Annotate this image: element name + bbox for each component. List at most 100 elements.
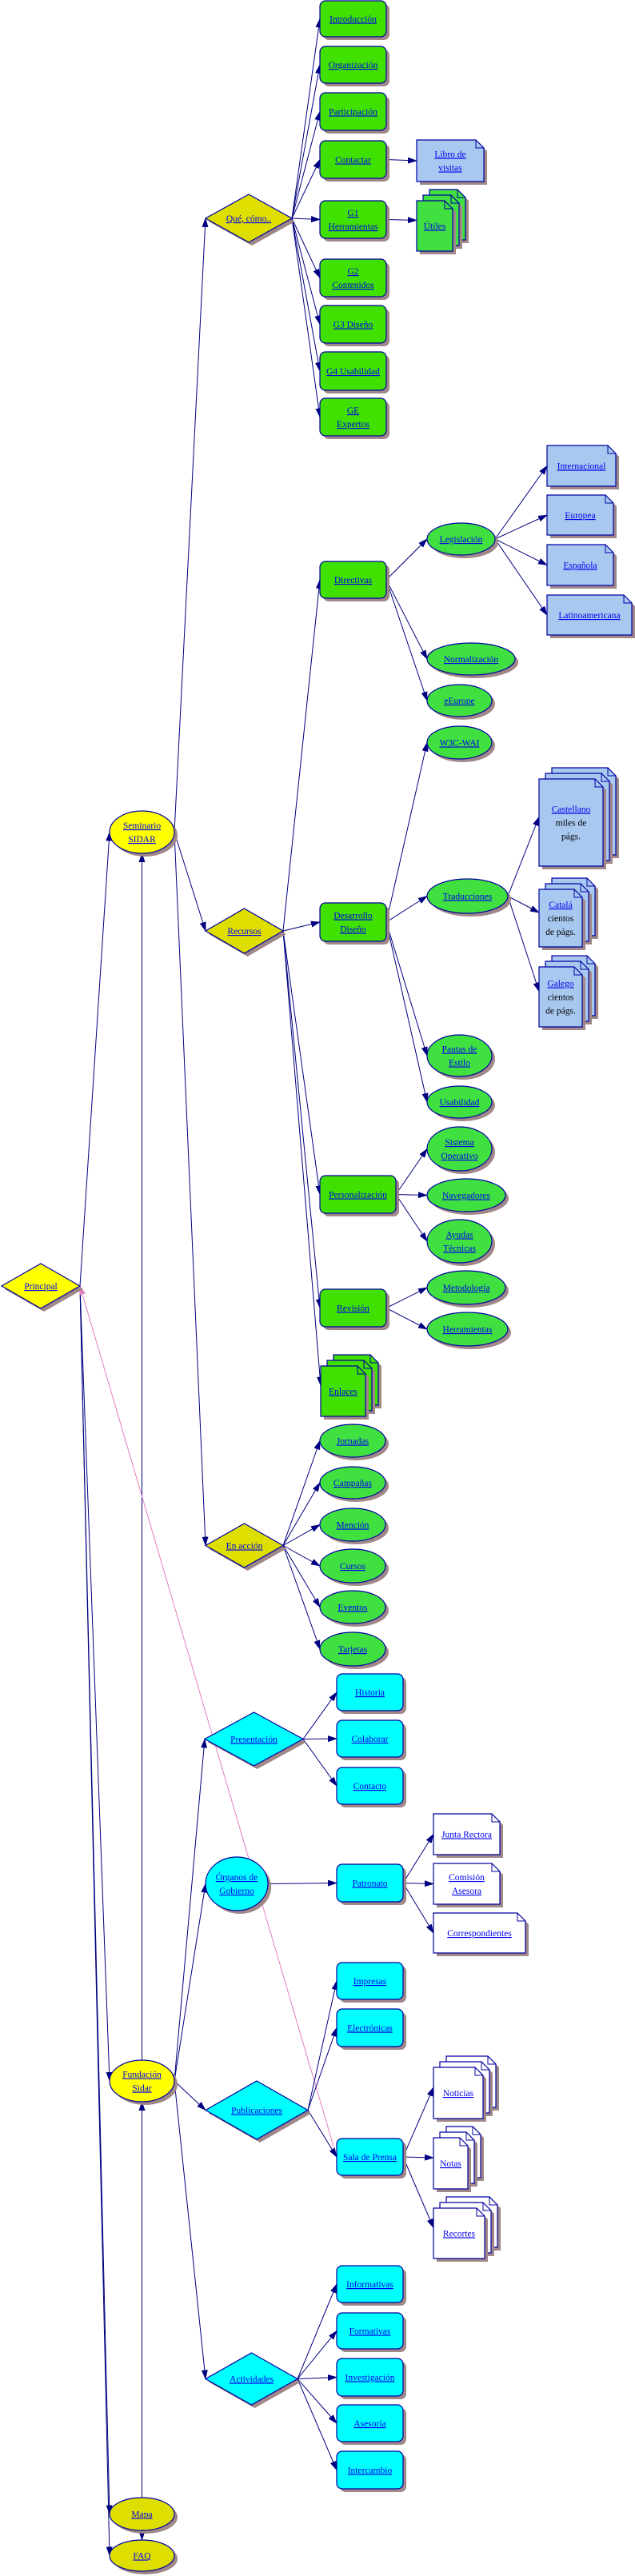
node-enaccion[interactable]: En acción: [204, 1523, 286, 1571]
node-informativas[interactable]: Informativas: [336, 2265, 406, 2306]
node-mapa[interactable]: Mapa: [109, 2497, 178, 2534]
node-europea[interactable]: Europea: [546, 494, 617, 538]
node-link-label[interactable]: En acción: [226, 1542, 263, 1552]
node-normalizacion[interactable]: Normalización: [426, 642, 518, 678]
node-link-label[interactable]: Órganos de: [216, 1871, 258, 1883]
node-link-label[interactable]: Recortes: [443, 2230, 476, 2239]
node-link-label[interactable]: Diseño: [340, 925, 366, 935]
node-link-label[interactable]: Correspondientes: [447, 1929, 512, 1939]
node-cursos[interactable]: Cursos: [319, 1548, 389, 1586]
node-recortes[interactable]: Recortes: [433, 2196, 501, 2262]
node-link-label[interactable]: Sidar: [132, 2084, 151, 2094]
node-link-label[interactable]: Campañas: [333, 1479, 372, 1488]
node-link-label[interactable]: Libro de: [434, 150, 465, 160]
node-utiles[interactable]: Útiles: [416, 189, 469, 254]
node-herramientas[interactable]: Herramientas: [426, 1312, 511, 1349]
node-formativas[interactable]: Formativas: [336, 2312, 406, 2352]
node-link-label[interactable]: Noticias: [443, 2089, 474, 2099]
node-link-label[interactable]: visitas: [438, 164, 462, 174]
node-link-label[interactable]: Recursos: [227, 927, 262, 937]
node-link-label[interactable]: Organización: [329, 61, 378, 70]
node-libro[interactable]: Libro de visitas: [416, 139, 487, 185]
node-link-label[interactable]: Asesora: [452, 1887, 481, 1896]
node-g4[interactable]: G4 Usabilidad: [319, 351, 389, 393]
node-latinoamericana[interactable]: Latinoamericana: [546, 594, 635, 638]
node-eeurope[interactable]: eEurope: [426, 684, 495, 720]
node-link-label[interactable]: Publicaciones: [231, 2107, 282, 2116]
node-presentacion[interactable]: Presentación: [203, 1711, 306, 1769]
node-link-label[interactable]: Gobierno: [219, 1887, 254, 1896]
node-link-label[interactable]: Traducciones: [443, 893, 493, 902]
node-enlaces[interactable]: Enlaces: [320, 1354, 381, 1420]
node-link-label[interactable]: Española: [563, 561, 597, 571]
node-participacion[interactable]: Participación: [319, 92, 389, 134]
node-traducciones[interactable]: Traducciones: [426, 878, 511, 917]
node-link-label[interactable]: Legislación: [440, 535, 483, 545]
node-link-label[interactable]: Ayudas: [445, 1231, 473, 1240]
node-link-label[interactable]: Navegadores: [442, 1192, 491, 1201]
node-link-label[interactable]: Asesoría: [353, 2419, 385, 2429]
node-w3c[interactable]: W3C-WAI: [426, 725, 495, 762]
node-g3[interactable]: G3 Diseño: [319, 305, 389, 346]
node-link-label[interactable]: Revisión: [337, 1304, 369, 1314]
node-principal[interactable]: Principal: [0, 1263, 83, 1312]
node-notas[interactable]: Notas: [433, 2126, 484, 2192]
node-link-label[interactable]: Operativo: [441, 1152, 478, 1161]
node-link-label[interactable]: Qué, cómo..: [226, 214, 271, 224]
node-navegadores[interactable]: Navegadores: [426, 1178, 509, 1215]
node-recursos[interactable]: Recursos: [204, 908, 286, 957]
node-link-label[interactable]: Usabilidad: [440, 1098, 480, 1108]
node-link-label[interactable]: Cursos: [340, 1562, 365, 1572]
node-link-label[interactable]: Eventos: [337, 1604, 368, 1613]
node-link-label[interactable]: Comisión: [449, 1873, 485, 1883]
node-link-label[interactable]: Contenidos: [332, 281, 374, 290]
node-personalizacion[interactable]: Personalización: [319, 1175, 399, 1216]
node-link-label[interactable]: Jornadas: [337, 1437, 369, 1447]
node-organizacion[interactable]: Organización: [319, 46, 389, 86]
node-link-label[interactable]: Electrónicas: [347, 2024, 393, 2034]
node-link-label[interactable]: Mención: [337, 1521, 369, 1531]
node-link-label[interactable]: Intercambio: [348, 2466, 393, 2476]
node-investigacion[interactable]: Investigación: [336, 2358, 406, 2399]
node-link-label[interactable]: W3C-WAI: [440, 739, 480, 749]
node-contacto[interactable]: Contacto: [336, 1767, 406, 1807]
node-link-label[interactable]: Personalización: [329, 1191, 387, 1200]
node-link-label[interactable]: Latinoamericana: [558, 611, 620, 621]
node-link-label[interactable]: Tarjetas: [338, 1645, 368, 1655]
node-link-label[interactable]: Internacional: [557, 462, 606, 472]
node-asesoria[interactable]: Asesoría: [336, 2404, 406, 2445]
node-link-label[interactable]: Investigación: [345, 2374, 395, 2383]
node-jornadas[interactable]: Jornadas: [319, 1424, 389, 1460]
node-contactar[interactable]: Contactar: [319, 140, 389, 182]
node-link-label[interactable]: Actividades: [230, 2375, 274, 2385]
node-link-label[interactable]: Catalá: [549, 901, 572, 910]
node-publicaciones[interactable]: Publicaciones: [204, 2080, 311, 2143]
node-link-label[interactable]: eEurope: [444, 697, 474, 706]
node-link-label[interactable]: Sistema: [445, 1138, 473, 1148]
node-electronicas[interactable]: Electrónicas: [336, 2008, 406, 2050]
node-historia[interactable]: Historia: [336, 1673, 406, 1714]
node-legislacion[interactable]: Legislación: [426, 522, 498, 558]
node-link-label[interactable]: Herramientas: [443, 1325, 493, 1335]
node-organos[interactable]: Órganos de Gobierno: [205, 1856, 271, 1914]
node-faq[interactable]: FAQ: [109, 2539, 178, 2574]
node-link-label[interactable]: Europea: [565, 511, 595, 521]
node-link-label[interactable]: Metodología: [443, 1284, 490, 1293]
node-link-label[interactable]: Contactar: [335, 156, 371, 166]
node-link-label[interactable]: Pautas de: [442, 1045, 477, 1055]
node-campanas[interactable]: Campañas: [319, 1466, 389, 1502]
node-link-label[interactable]: Útiles: [424, 221, 446, 232]
node-internacional[interactable]: Internacional: [546, 445, 619, 489]
node-link-label[interactable]: Impresas: [353, 1977, 387, 1987]
node-link-label[interactable]: Sala de Prensa: [343, 2153, 397, 2163]
node-link-label[interactable]: G1: [347, 209, 358, 218]
node-link-label[interactable]: Expertos: [337, 420, 369, 429]
node-link-label[interactable]: Historia: [355, 1688, 385, 1698]
node-link-label[interactable]: Colaborar: [352, 1735, 389, 1744]
